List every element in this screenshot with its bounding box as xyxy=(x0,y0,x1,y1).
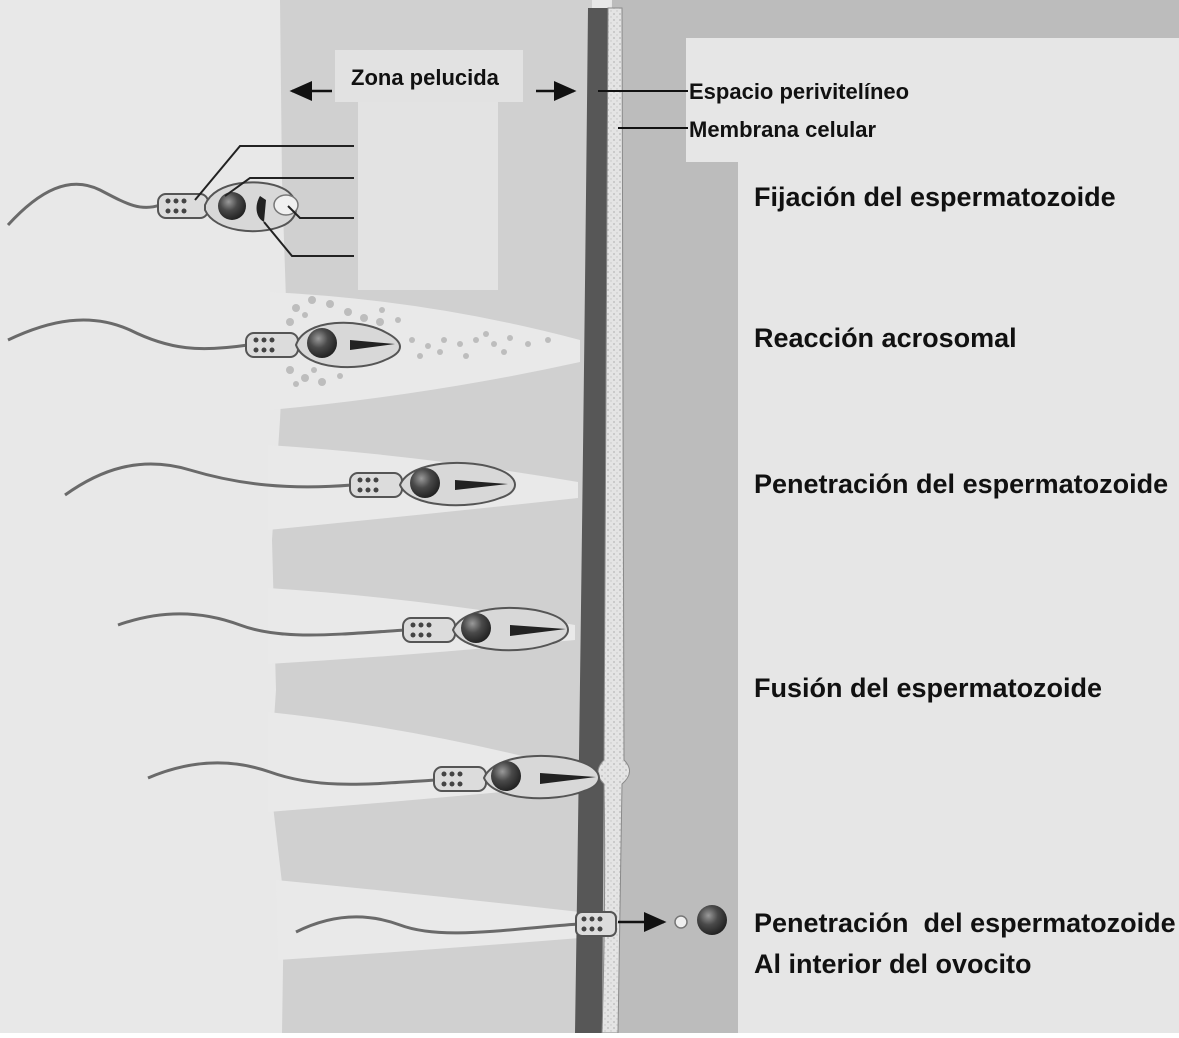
zona-pelucida-label: Zona pelucida xyxy=(351,65,500,90)
stage-label-binding: Fijación del espermatozoide xyxy=(754,182,1116,212)
sperm-nucleus-inside xyxy=(697,905,727,935)
stage-label-fusion: Fusión del espermatozoide xyxy=(754,673,1102,703)
centriole xyxy=(675,916,687,928)
legend-box xyxy=(358,102,498,290)
stage-label-acrosome: Reacción acrosomal xyxy=(754,323,1017,353)
stage-label-entry-line2: Al interior del ovocito xyxy=(754,949,1032,979)
stage-label-entry-line1: Penetración del espermatozoide xyxy=(754,908,1176,938)
espacio-perivitelineo-label: Espacio perivitelíneo xyxy=(689,79,909,104)
membrana-celular-label: Membrana celular xyxy=(689,117,877,142)
text-panel xyxy=(738,160,1179,1033)
stage-label-penetration: Penetración del espermatozoide xyxy=(754,469,1168,499)
